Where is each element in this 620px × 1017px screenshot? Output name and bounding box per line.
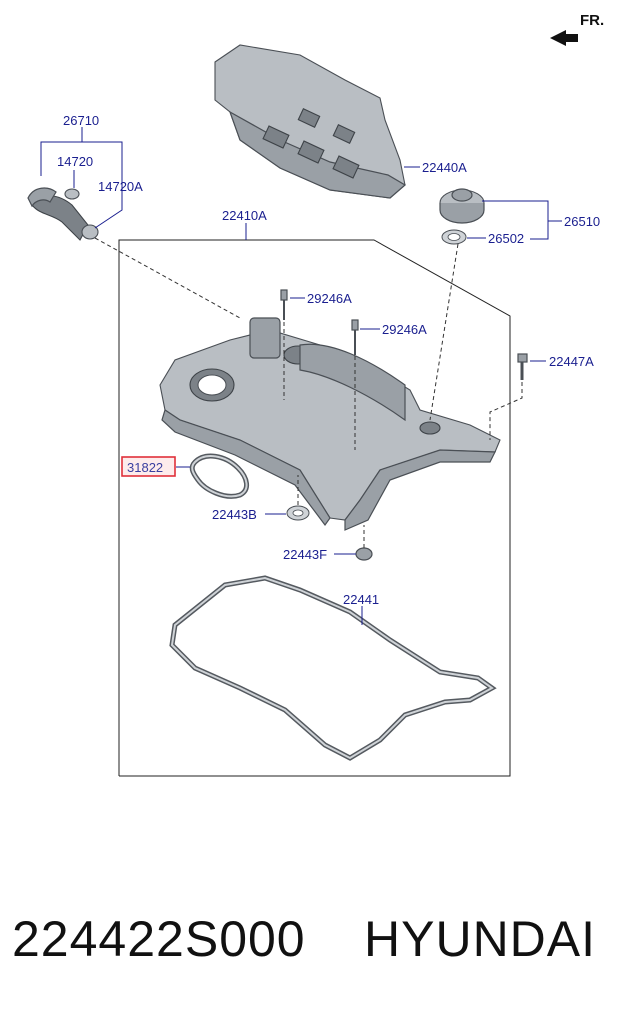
label-22441: 22441 [343,592,379,607]
label-22410a: 22410A [222,208,267,223]
label-22443f: 22443F [283,547,327,562]
bolt-29246a-1 [280,289,288,320]
breather-hose-26710 [27,187,99,241]
label-22447a: 22447A [549,354,594,369]
bolt-22447a [517,353,528,380]
leader-26710 [40,141,123,229]
label-26710: 26710 [63,113,99,128]
cap-gasket-26502 [441,229,467,245]
bolt-22447a-assembly-line [489,382,523,440]
label-14720: 14720 [57,154,93,169]
label-22440a: 22440A [422,160,467,175]
label-31822: 31822 [127,460,163,475]
front-direction-arrow-icon [550,30,578,46]
head-cover-gasket-22441 [169,575,497,761]
seal-22443f [355,547,373,561]
label-22443b: 22443B [212,507,257,522]
exploded-parts-diagram: FR. [27,12,604,777]
highlighted-part-31822[interactable]: 31822 [121,456,176,477]
brand-text: HYUNDAI [364,911,597,967]
assembly-frame [118,239,511,777]
label-26510: 26510 [564,214,600,229]
hose-clamp-14720 [64,188,80,200]
cylinder-head-cover-22410a [159,317,501,531]
cap-assembly-line [429,243,459,421]
front-direction-label: FR. [580,12,604,29]
seal-22443b [286,505,310,521]
label-29246a-1: 29246A [307,291,352,306]
label-29246a-2: 29246A [382,322,427,337]
gasket-31822 [189,453,249,499]
hose-assembly-line [94,237,241,319]
label-26502: 26502 [488,231,524,246]
highlight-box [121,456,176,477]
part-number-text: 224422S000 [12,911,306,967]
engine-cover-22440a [214,44,407,199]
leader-26510 [482,200,549,240]
bolt-29246a-2 [351,319,359,355]
label-14720a: 14720A [98,179,143,194]
oil-filler-cap-26510 [439,188,485,224]
